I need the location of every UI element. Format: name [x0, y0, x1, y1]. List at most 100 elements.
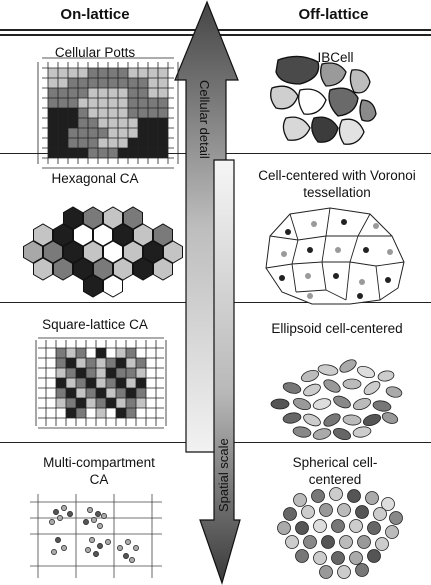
square-cell [106, 388, 116, 398]
square-cell [136, 348, 146, 358]
hex-cell [133, 223, 153, 247]
square-cell [146, 348, 156, 358]
potts-cell [108, 148, 118, 158]
potts-cell [108, 78, 118, 88]
square-cell [76, 378, 86, 388]
square-cell [76, 348, 86, 358]
ellipsoid-cell [381, 412, 399, 424]
potts-cell [48, 88, 58, 98]
potts-cell [78, 68, 88, 78]
ellipsoid-cell [377, 370, 395, 382]
potts-cell [158, 148, 168, 158]
square-cell [86, 378, 96, 388]
potts-cell [108, 88, 118, 98]
voronoi-outline [265, 207, 405, 305]
potts-cell [88, 98, 98, 108]
square-lattice-grid [35, 337, 167, 429]
spherical-cell [367, 521, 381, 535]
square-cell [136, 368, 146, 378]
spherical-cell [347, 489, 361, 503]
potts-cell [128, 128, 138, 138]
potts-cell [118, 108, 128, 118]
spherical-cell [339, 535, 353, 549]
spherical-cell [385, 525, 399, 539]
ellipsoid-cell [352, 426, 372, 438]
potts-cell [118, 148, 128, 158]
potts-cell [58, 98, 68, 108]
ellipsoid-cell [339, 359, 357, 373]
potts-cell [88, 78, 98, 88]
voronoi-edge [357, 213, 371, 237]
square-cell [56, 368, 66, 378]
compartment-cell [49, 519, 55, 525]
square-cell [96, 368, 106, 378]
hex-cell [123, 240, 143, 264]
voronoi-edge [265, 263, 293, 269]
voronoi-edge [321, 261, 327, 291]
voronoi-seed [373, 223, 379, 229]
potts-cell [88, 118, 98, 128]
square-cell [96, 388, 106, 398]
square-cell [76, 388, 86, 398]
square-cell [146, 388, 156, 398]
square-cell [96, 378, 106, 388]
ibcell-cell [349, 69, 371, 94]
square-cell [56, 378, 66, 388]
cellular-detail-label: Cellular detail [197, 80, 212, 159]
square-cell [46, 408, 56, 418]
voronoi-edge [345, 261, 351, 301]
spherical-cell [331, 519, 345, 533]
spherical-cell [319, 503, 333, 517]
potts-cell [128, 138, 138, 148]
potts-cell [138, 68, 148, 78]
potts-cell [138, 98, 148, 108]
potts-cell [68, 68, 78, 78]
ellipsoid-cell [282, 382, 302, 394]
potts-cell [98, 108, 108, 118]
ibcell-cell [328, 87, 359, 117]
potts-cell [48, 118, 58, 128]
ibcell-cell [338, 118, 365, 145]
caption-multi-compartment-ca: Multi-compartment CA [43, 455, 155, 487]
square-cell [46, 348, 56, 358]
spherical-cell [313, 551, 327, 565]
voronoi-seed [307, 247, 313, 253]
ellipsoid-cell [362, 413, 382, 427]
potts-cell [98, 68, 108, 78]
potts-cell [58, 88, 68, 98]
spherical-cell [295, 549, 309, 563]
caption-spherical: Spherical cell-centered [292, 455, 378, 487]
potts-cell [88, 68, 98, 78]
header-on-lattice: On-lattice [60, 6, 130, 23]
potts-cell [48, 68, 58, 78]
hex-cell [123, 206, 143, 230]
ellipsoid-cell [300, 369, 320, 383]
voronoi-edge [349, 235, 359, 263]
square-cell [86, 348, 96, 358]
potts-cell [148, 88, 158, 98]
potts-cell [68, 88, 78, 98]
voronoi-edge [349, 261, 377, 267]
spherical-cell [331, 551, 345, 565]
cellular-potts-grid [37, 57, 179, 169]
potts-cell [48, 98, 58, 108]
voronoi-seed [285, 229, 291, 235]
voronoi-edge [289, 213, 299, 241]
square-cell [46, 368, 56, 378]
square-cell [116, 408, 126, 418]
spherical-cell [303, 535, 317, 549]
caption-square-lattice-ca: Square-lattice CA [42, 317, 148, 332]
square-cell [146, 408, 156, 418]
potts-cell [118, 98, 128, 108]
square-cell [46, 358, 56, 368]
hexagonal-ca-grid [23, 206, 183, 298]
potts-cell [138, 78, 148, 88]
square-cell [106, 368, 116, 378]
potts-cell [98, 138, 108, 148]
potts-cell [68, 148, 78, 158]
square-cell [146, 398, 156, 408]
hex-cell [153, 223, 173, 247]
compartment-cell [67, 511, 73, 517]
hex-cell [103, 274, 123, 298]
